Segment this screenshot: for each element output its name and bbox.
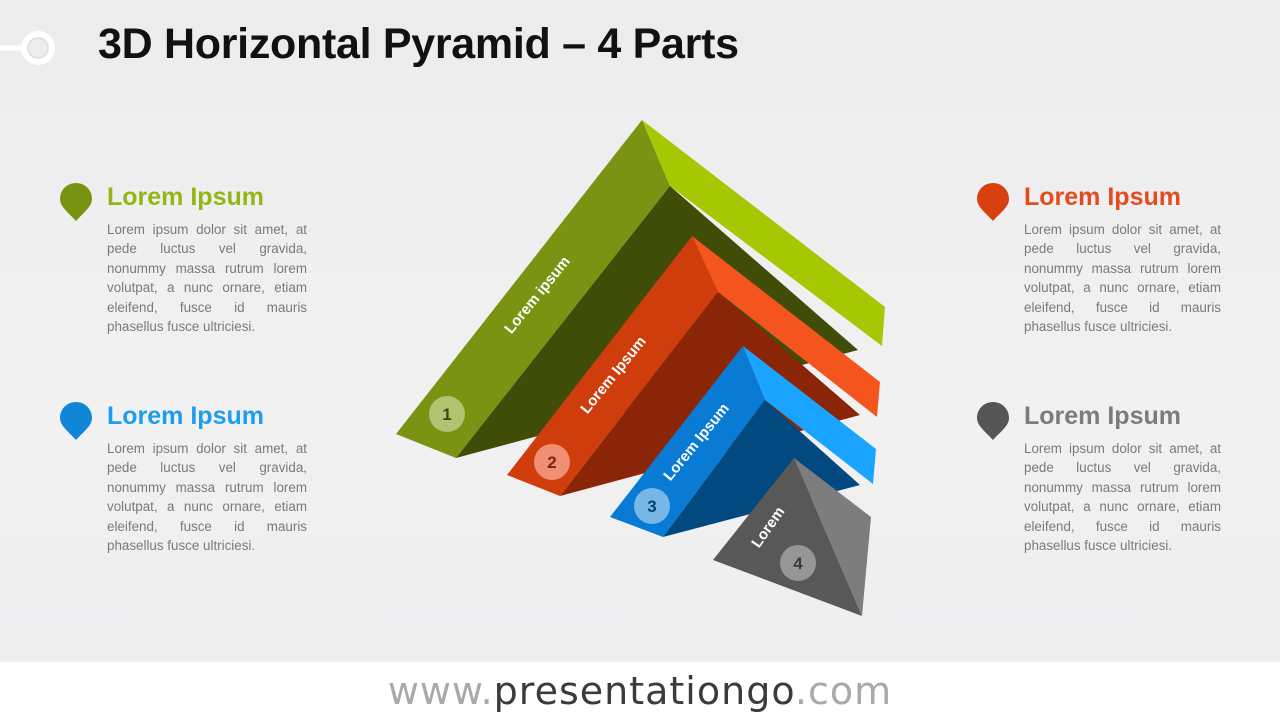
text-block-4-title: Lorem Ipsum <box>1024 402 1181 430</box>
layer-2-number: 2 <box>547 453 556 472</box>
layer-4-number-badge <box>780 545 816 581</box>
text-block-4: Lorem Ipsum Lorem ipsum dolor sit amet, … <box>977 401 1221 555</box>
layer-2-number-badge <box>534 444 570 480</box>
text-block-3: Lorem Ipsum Lorem ipsum dolor sit amet, … <box>977 182 1221 336</box>
layer-2-side-face <box>692 236 880 417</box>
text-block-2-body: Lorem ipsum dolor sit amet, at pede luct… <box>107 441 307 554</box>
layer-3-side-face <box>743 346 876 484</box>
pyramid-diagram: Lorem ipsum 1 Lorem Ipsum 2 Lorem Ipsum … <box>396 120 885 616</box>
layer-1-side-face <box>642 120 885 346</box>
footer-brand: presentationgo <box>493 669 795 713</box>
location-pin-icon <box>977 183 1009 221</box>
text-block-2: Lorem Ipsum Lorem ipsum dolor sit amet, … <box>60 401 307 555</box>
pyramid-layer-4[interactable]: Lorem 4 <box>713 458 871 616</box>
layer-4-side-face <box>794 458 871 616</box>
text-block-4-body: Lorem ipsum dolor sit amet, at pede luct… <box>1024 441 1221 554</box>
layer-4-front-face <box>713 458 862 616</box>
layer-1-number-badge <box>429 396 465 432</box>
location-pin-icon <box>60 183 92 221</box>
text-block-1-title: Lorem Ipsum <box>107 183 264 211</box>
footer-url[interactable]: www.presentationgo.com <box>0 662 1280 720</box>
text-block-3-body: Lorem ipsum dolor sit amet, at pede luct… <box>1024 222 1221 335</box>
footer-prefix: www. <box>387 669 494 713</box>
layer-3-number-badge <box>634 488 670 524</box>
location-pin-icon <box>60 402 92 440</box>
layer-1-top-face <box>396 120 670 458</box>
text-block-1-body: Lorem ipsum dolor sit amet, at pede luct… <box>107 222 307 335</box>
text-block-2-title: Lorem Ipsum <box>107 402 264 430</box>
location-pin-icon <box>977 402 1009 440</box>
layer-2-top-face <box>507 236 718 496</box>
footer-suffix: .com <box>794 669 893 713</box>
layer-3-number: 3 <box>647 497 656 516</box>
logo-icon <box>0 31 55 65</box>
layer-1-number: 1 <box>442 405 451 424</box>
pyramid-layer-3[interactable]: Lorem Ipsum 3 <box>610 346 876 537</box>
text-block-1: Lorem Ipsum Lorem ipsum dolor sit amet, … <box>60 182 307 336</box>
layer-4-number: 4 <box>793 554 803 573</box>
text-block-3-title: Lorem Ipsum <box>1024 183 1181 211</box>
page-title: 3D Horizontal Pyramid – 4 Parts <box>98 20 739 68</box>
layer-3-inner-face <box>663 400 860 537</box>
